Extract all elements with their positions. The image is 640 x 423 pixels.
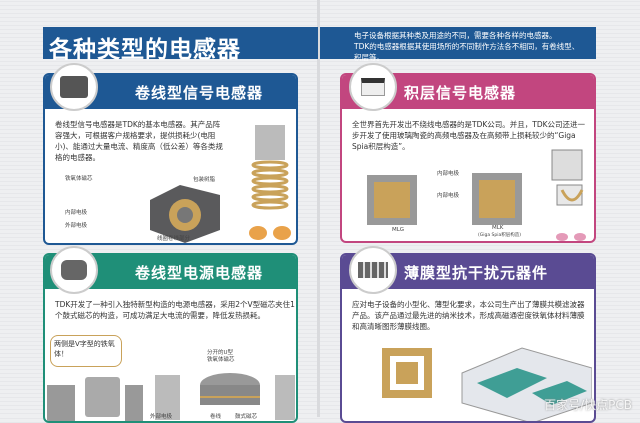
label: 内部电极 [65, 210, 88, 216]
page-title: 各种类型的电感器 [49, 37, 241, 63]
label: 鼓式磁芯 [235, 414, 258, 420]
watermark: 百家号/快点PCB [544, 398, 632, 412]
intro-line: 积层等。 [354, 53, 384, 62]
card-multilayer-signal-inductor: 积层信号电感器 全世界首先开发出不绕线电感器的是TDK公司。并且，TDK公司还进… [340, 73, 596, 243]
inductor-cutaway-illustration [150, 185, 220, 243]
intro-banner: 电子设备根据其种类及用途的不同，需要各种各样的电感器。 TDK的电感器根据其使用场… [320, 27, 596, 62]
label: 内部电极 [437, 193, 460, 199]
label: 卷线 [210, 414, 222, 420]
card-title: 薄膜型抗干扰元器件 [404, 264, 549, 282]
power-mascot-illustration [47, 377, 143, 421]
intro-line: TDK的电感器根据其使用场所的不同制作方法各不相同，有卷线型、 [354, 42, 580, 51]
intro-text: 电子设备根据其种类及用途的不同，需要各种各样的电感器。 TDK的电感器根据其使用场… [320, 27, 596, 63]
product-badge-icon [349, 63, 397, 111]
thin-film-filter-illustration [382, 347, 592, 421]
card-text: 卷线型信号电感器是TDK的基本电感器。其产品阵容强大，可根据客户规格要求，提供损… [55, 120, 223, 162]
label: 铁氧体磁芯 [65, 176, 93, 182]
card-text: 应对电子设备的小型化、薄型化要求，本公司生产出了薄膜共模滤波器产品。该产品通过最… [352, 300, 585, 331]
card-title: 积层信号电感器 [404, 84, 517, 102]
multilayer-chip-illustration [367, 173, 522, 225]
label: MLK [492, 225, 504, 231]
label: 线圈卷线部分 [157, 236, 191, 242]
label: MLG [392, 227, 405, 233]
card-text: 全世界首先开发出不绕线电感器的是TDK公司。并且，TDK公司还进一步开发了使用玻… [352, 120, 586, 151]
card-title: 卷线型电源电感器 [135, 264, 264, 282]
label: 包装树脂 [193, 177, 216, 183]
product-badge-icon [50, 246, 98, 294]
product-badge-icon [50, 63, 98, 111]
title-banner: 各种类型的电感器 [43, 27, 318, 63]
page-fold [317, 0, 320, 417]
label: 内部电极 [437, 171, 460, 177]
card-title: 卷线型信号电感器 [135, 84, 264, 102]
label: 分开的U型 [207, 350, 234, 356]
power-inductor-exploded-illustration [155, 373, 295, 420]
layer-mascot-illustration [551, 149, 586, 241]
label: (Giga Spia积层构造) [478, 233, 522, 238]
label: 铁氧体磁芯 [207, 357, 235, 363]
coil-mascot-illustration [249, 125, 291, 240]
card-text: TDK开发了一种引入独特新型构造的电源电感器，采用2个V型磁芯夹住1个鼓式磁芯的… [55, 300, 295, 320]
product-badge-icon [349, 246, 397, 294]
intro-line: 电子设备根据其种类及用途的不同，需要各种各样的电感器。 [354, 31, 557, 40]
card-thin-film-emc-component: 薄膜型抗干扰元器件 应对电子设备的小型化、薄型化要求，本公司生产出了薄膜共模滤波… [340, 253, 596, 423]
speech-bubble: 两侧是V字型的铁氧体！ [50, 335, 122, 367]
label: 外部电极 [65, 223, 88, 229]
label: 外部电极 [150, 414, 173, 420]
